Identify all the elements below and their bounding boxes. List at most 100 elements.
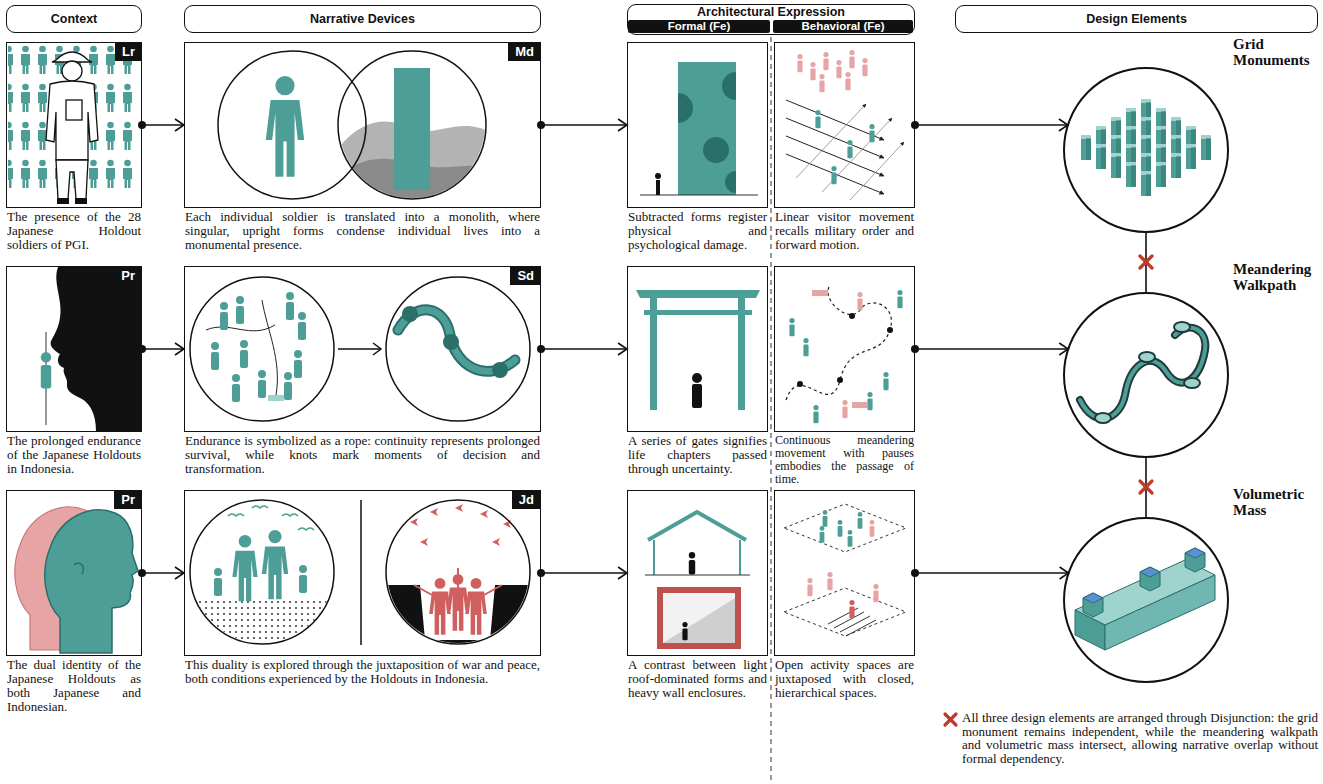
flow-connector — [138, 343, 184, 355]
arrow-head — [618, 343, 627, 355]
drawing-use — [819, 74, 824, 92]
design-element-circle: Grid Monuments — [1063, 67, 1229, 233]
drawing-path — [56, 160, 88, 199]
circle-outline — [1063, 517, 1229, 683]
drawing-use — [847, 140, 852, 158]
flow-connector — [911, 567, 1069, 579]
tag-badge: Md — [508, 43, 540, 61]
connector-line — [541, 124, 627, 126]
volumetric-drawing — [1075, 548, 1215, 650]
caption-text: Open activity spaces are juxtaposed with… — [775, 658, 914, 700]
drawing-path — [228, 514, 244, 516]
column-header: Context — [6, 5, 142, 33]
meander-movement — [786, 285, 903, 423]
drawing-use — [820, 526, 825, 543]
drawing-use — [266, 76, 304, 177]
flow-connector — [537, 119, 627, 131]
drawing-use — [1141, 171, 1151, 196]
roof-and-wall — [645, 512, 750, 646]
drawing-use — [845, 72, 850, 90]
rope-metaphor — [190, 277, 530, 421]
caption-text: The prolonged endurance of the Japanese … — [7, 434, 141, 476]
drawing-circle — [703, 137, 729, 163]
drawing-rect — [812, 290, 828, 296]
drawing-circle — [837, 377, 843, 383]
connector-line — [915, 348, 1068, 350]
drawing-g — [796, 104, 904, 200]
drawing-g — [410, 504, 511, 635]
caption-text: The dual identity of the Japanese Holdou… — [7, 658, 141, 714]
drawing-polygon — [1083, 593, 1103, 617]
drawing-use — [232, 374, 240, 402]
drawing-use — [848, 530, 853, 547]
connector-dot — [138, 569, 146, 577]
drawing-g — [797, 313, 893, 387]
drawing-line — [645, 575, 750, 576]
drawing-path — [51, 267, 141, 431]
drawing-g — [797, 50, 867, 92]
drawing-use — [682, 622, 687, 640]
drawing-g — [214, 530, 307, 601]
drawing-rect — [188, 600, 338, 650]
drawing-use — [810, 62, 815, 80]
element-title: Grid Monuments — [1233, 37, 1319, 69]
design-element-circle: Volumetric Mass — [1063, 517, 1229, 683]
caption-text: Linear visitor movement recalls military… — [775, 210, 914, 252]
connector-dot — [911, 569, 919, 577]
circle-outline — [1063, 67, 1229, 233]
drawing-use — [849, 50, 854, 68]
tab-text: Formal (Fe) — [668, 20, 731, 33]
drawing-path — [268, 395, 284, 401]
drawing-line — [834, 612, 864, 628]
drawing-use — [220, 302, 228, 330]
drawing-use — [262, 530, 288, 599]
formal-panel: A contrast between light roof-dominated … — [627, 490, 768, 656]
drawing-line — [338, 348, 381, 350]
caption-text: Subtracted forms register physical and p… — [628, 210, 767, 252]
drawing-use — [236, 296, 244, 324]
connector-dot — [911, 121, 919, 129]
drawing-g — [46, 52, 98, 199]
flow-connector — [537, 567, 627, 579]
connector-line — [915, 572, 1069, 574]
narrative-panel: JdThis duality is explored through the j… — [184, 490, 541, 656]
flow-connector — [537, 343, 627, 355]
element-title: Meandering Walkpath — [1233, 262, 1319, 294]
drawing-use — [1111, 153, 1121, 178]
drawing-path — [455, 504, 463, 512]
header-text: Context — [51, 12, 98, 26]
drawing-path — [1080, 328, 1205, 419]
flow-connector — [911, 343, 1068, 355]
drawing-use — [849, 600, 854, 618]
caption-text: The presence of the 28 Japanese Holdout … — [7, 210, 141, 252]
drawing-rect — [394, 68, 430, 190]
connector-line — [142, 572, 184, 574]
connector-line — [915, 124, 1068, 126]
connector-dot — [911, 345, 919, 353]
drawing-circle — [190, 500, 334, 644]
drawing-circle — [725, 171, 736, 193]
drawing-use — [823, 510, 828, 527]
drawing-path — [663, 598, 735, 643]
drawing-g — [812, 290, 868, 418]
drawing-use — [873, 584, 878, 602]
circle-outline — [1064, 518, 1228, 682]
drawing-rect — [738, 298, 745, 410]
drawing-circle — [338, 51, 486, 199]
tag-badge: Sd — [510, 267, 540, 285]
drawing-line — [1140, 256, 1152, 268]
arrow-head — [175, 119, 184, 131]
column-divider — [771, 37, 772, 782]
drawing-line — [945, 714, 956, 725]
drawing-circle — [797, 381, 803, 387]
drawing-path — [282, 514, 298, 516]
drawing-circle — [443, 334, 459, 350]
drawing-use — [211, 342, 219, 370]
drawing-use — [465, 578, 487, 635]
drawing-g — [789, 290, 902, 423]
circle-outline — [1063, 292, 1229, 458]
drawing-g — [414, 568, 502, 595]
war-peace — [188, 500, 540, 660]
drawing-path — [430, 508, 438, 516]
drawing-use — [842, 400, 847, 418]
